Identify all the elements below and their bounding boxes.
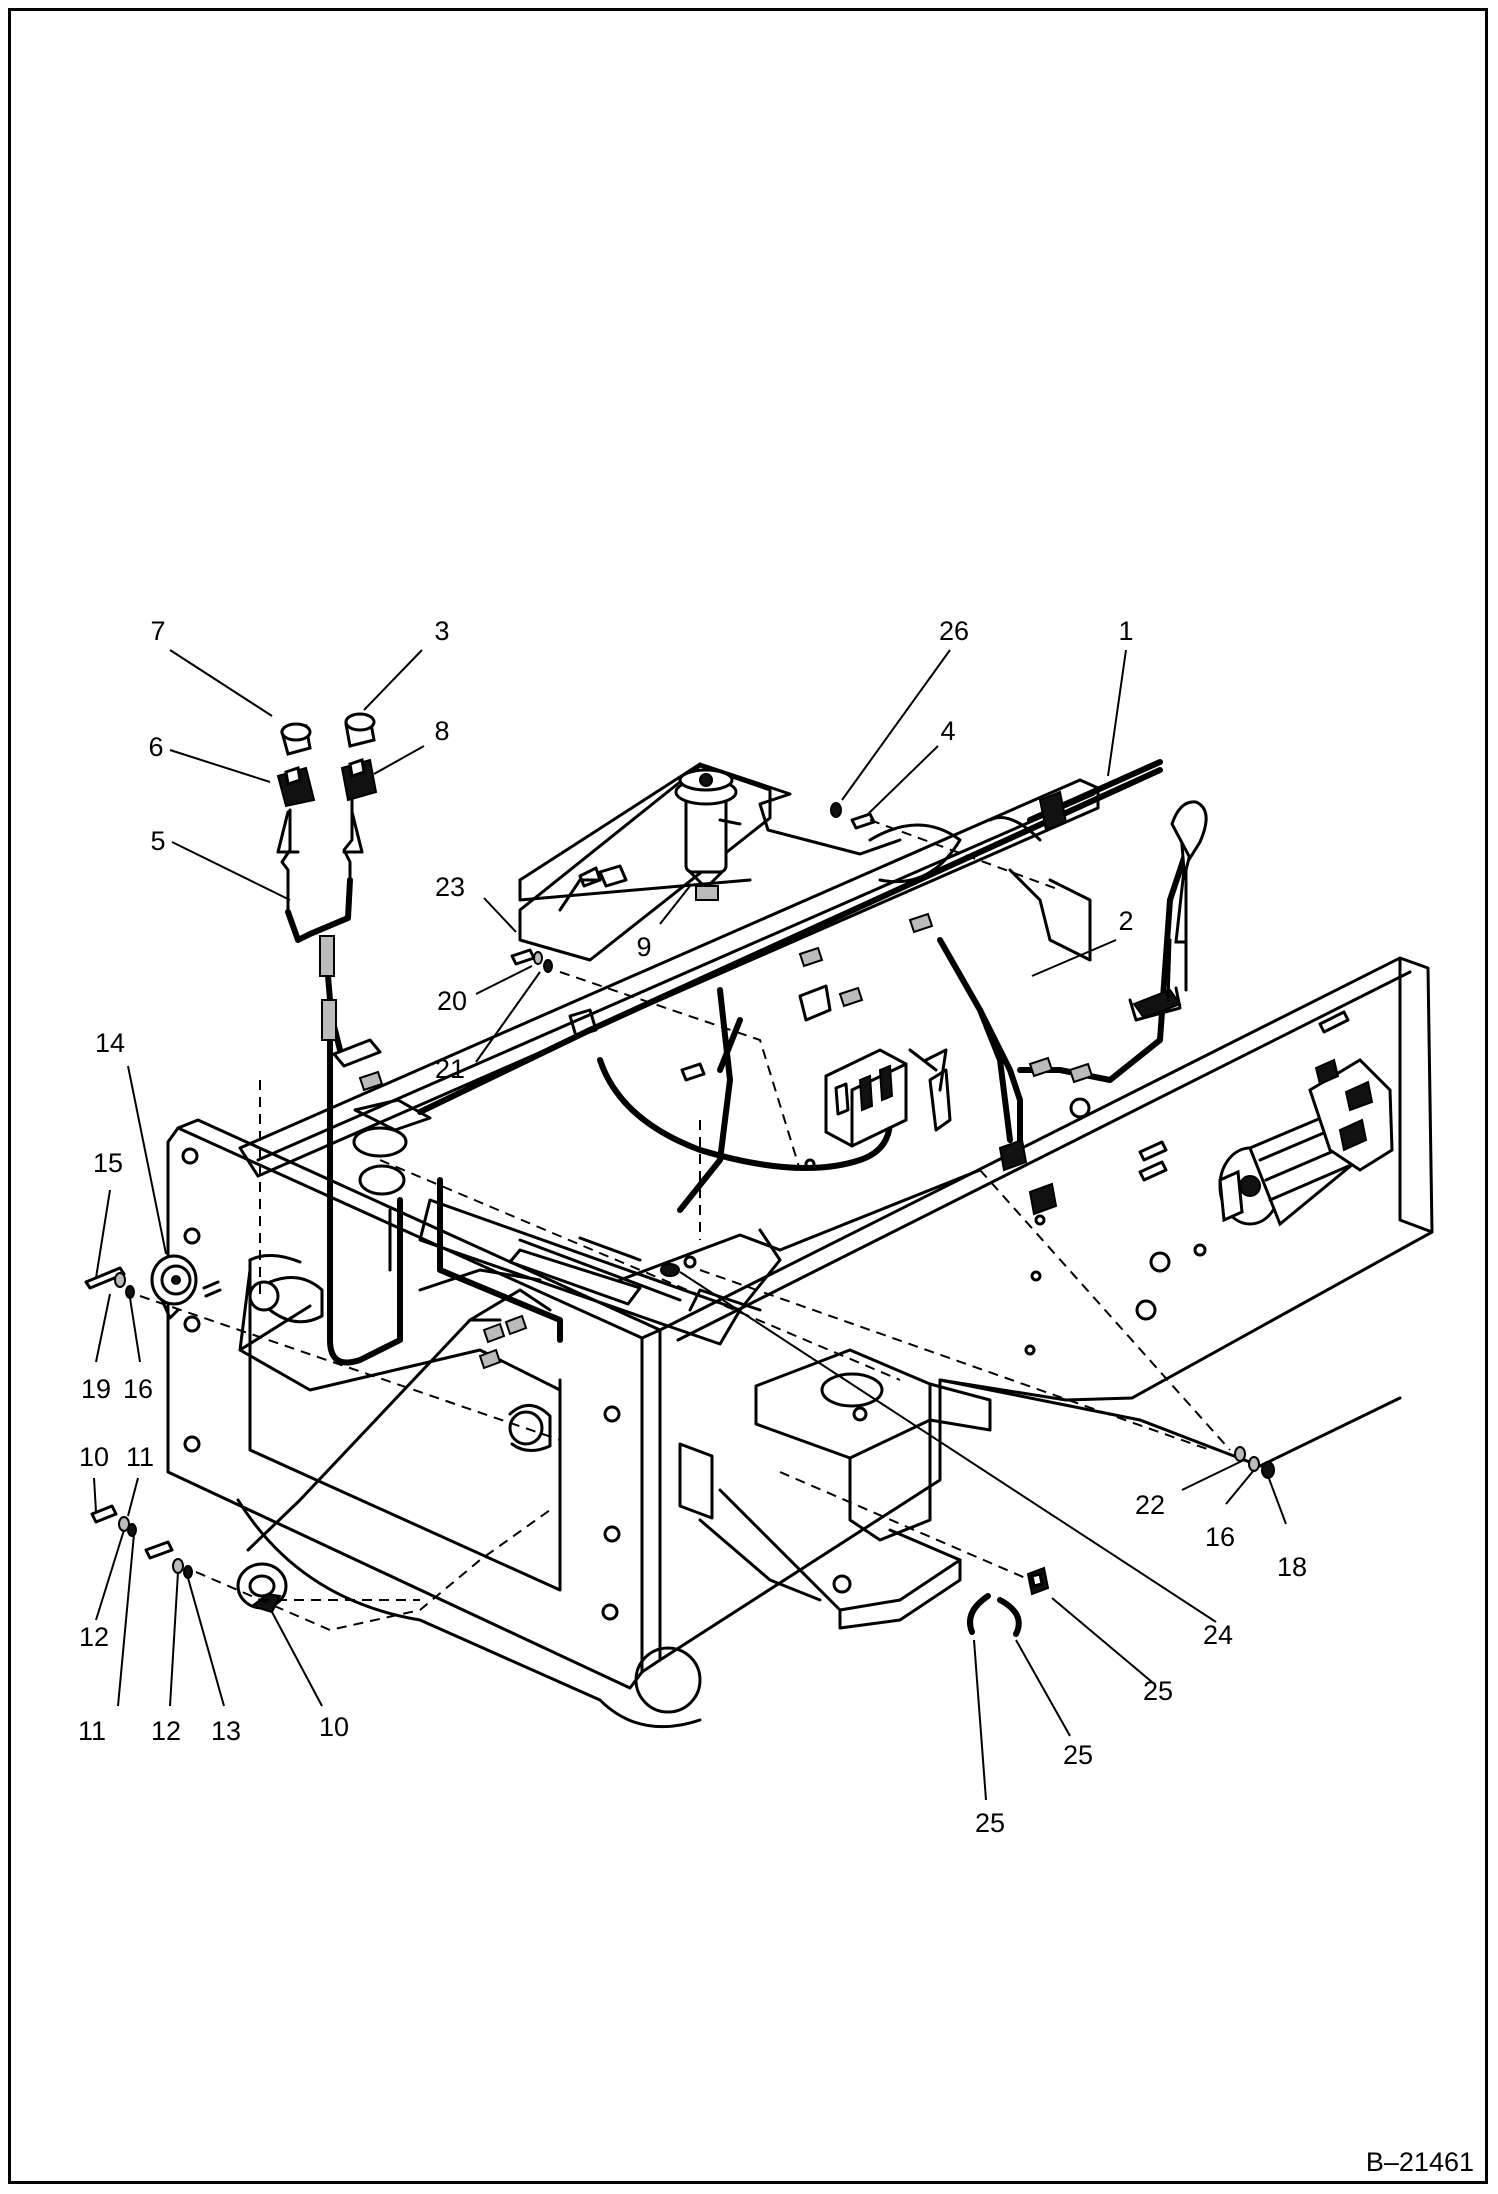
callout-9: 9 — [636, 932, 651, 962]
callout-12b: 12 — [151, 1716, 181, 1746]
callout-3: 3 — [434, 616, 449, 646]
center-lines — [139, 819, 1231, 1632]
callout-7: 7 — [150, 616, 165, 646]
callout-11b: 11 — [78, 1716, 106, 1746]
callout-25b: 25 — [975, 1808, 1005, 1838]
callout-5: 5 — [150, 826, 165, 856]
callout-6: 6 — [148, 732, 163, 762]
callout-16b: 16 — [1205, 1522, 1235, 1552]
callout-17: 19 — [81, 1374, 111, 1404]
callout-13b: 13 — [211, 1716, 241, 1746]
main-frame — [166, 762, 1434, 1729]
callout-8: 8 — [434, 716, 449, 746]
callout-23: 23 — [435, 872, 465, 902]
callout-26: 26 — [939, 616, 969, 646]
drawing-id: B–21461 — [1365, 2147, 1474, 2177]
callout-2: 2 — [1118, 906, 1133, 936]
callout-12a: 11 — [126, 1442, 154, 1472]
callout-20: 18 — [1277, 1552, 1307, 1582]
wire-harness — [246, 759, 1193, 1552]
callout-labels: 7 3 26 1 6 8 4 5 2 23 9 20 21 14 15 19 1… — [78, 616, 1307, 1838]
callout-19: 21 — [435, 1054, 465, 1084]
callout-25a: 25 — [1063, 1740, 1093, 1770]
callout-15: 15 — [93, 1148, 123, 1178]
callout-1: 1 — [1118, 616, 1133, 646]
callout-4: 4 — [940, 716, 955, 746]
callout-13a: 12 — [79, 1622, 109, 1652]
callout-14: 14 — [95, 1028, 125, 1058]
callout-11a: 10 — [79, 1442, 109, 1472]
callout-24: 25 — [1143, 1676, 1173, 1706]
components — [84, 712, 1275, 1637]
callout-21: 22 — [1135, 1490, 1165, 1520]
diagram-frame — [8, 8, 1488, 2184]
callout-10: 10 — [319, 1712, 349, 1742]
callout-18: 20 — [437, 986, 467, 1016]
hydraulic-motor — [1218, 1058, 1394, 1227]
callout-22: 24 — [1203, 1620, 1233, 1650]
callout-16a: 16 — [123, 1374, 153, 1404]
leader-lines — [93, 649, 1287, 1801]
